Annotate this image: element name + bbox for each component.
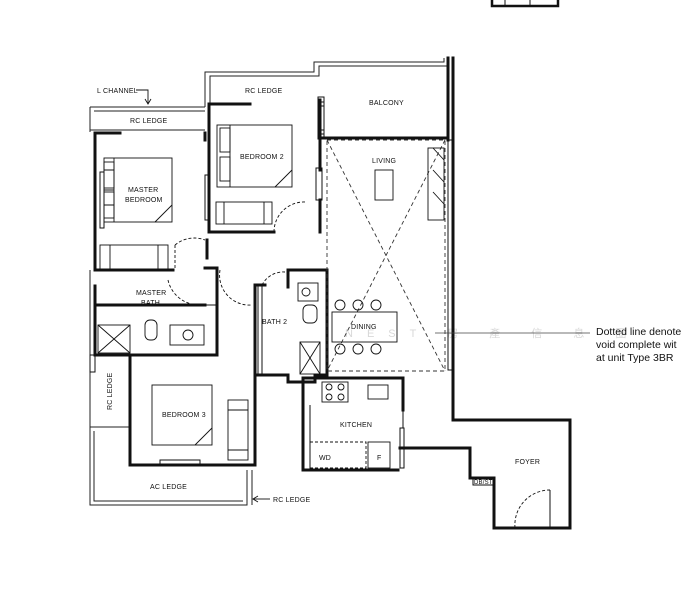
thin-partitions <box>309 405 495 486</box>
sink-icon <box>367 384 389 400</box>
door-swings <box>167 201 551 529</box>
label-ac-ledge: AC LEDGE <box>150 484 187 491</box>
windows <box>89 96 454 469</box>
dining-table-icon <box>331 311 398 343</box>
label-rc-ledge-side: RC LEDGE <box>107 372 114 410</box>
label-rc-ledge-bottom: RC LEDGE <box>273 497 311 504</box>
label-master-bedroom-2: BEDROOM <box>125 197 163 204</box>
label-bath-2: BATH 2 <box>262 319 287 326</box>
label-dining: DINING <box>351 324 377 331</box>
label-master-bath-1: MASTER <box>136 290 166 297</box>
label-foyer: FOYER <box>515 459 540 466</box>
label-balcony: BALCONY <box>369 100 404 107</box>
coffee-table-icon <box>374 169 394 201</box>
door-leaves <box>200 304 551 528</box>
void-dotted-lines <box>326 139 446 372</box>
leader-arrows <box>136 89 270 503</box>
basin-icon <box>169 324 205 346</box>
label-rc-ledge-top: RC LEDGE <box>245 88 283 95</box>
void-note-line-3: at unit Type 3BR <box>596 352 674 364</box>
hob-icon <box>321 381 349 403</box>
label-bedroom-2: BEDROOM 2 <box>240 154 284 161</box>
bedroom-3-bed-icon <box>151 384 213 446</box>
shower-icon <box>97 324 131 354</box>
bath-2-toilet-icon <box>302 304 318 324</box>
void-note-line-2: void complete wit <box>596 339 677 351</box>
label-kitchen: KITCHEN <box>340 422 372 429</box>
bench-icon <box>99 244 169 271</box>
neighbour-plan-fragment <box>490 0 560 8</box>
bath-2-shower-icon <box>299 341 321 375</box>
wardrobe-icon <box>215 201 273 225</box>
label-wd: WD <box>319 455 331 462</box>
toilet-icon <box>144 319 158 341</box>
bedroom-2-bed-icon <box>216 124 293 188</box>
bath-2-basin-icon <box>297 282 319 302</box>
label-l-channel: L CHANNEL <box>97 88 138 95</box>
fridge-icon <box>367 441 391 469</box>
sofa-icon <box>427 147 445 221</box>
label-db-st: DB/ST <box>474 480 493 486</box>
label-rc-ledge-left: RC LEDGE <box>130 118 168 125</box>
label-master-bath-2: BATH <box>141 300 160 307</box>
label-master-bedroom-1: MASTER <box>128 187 158 194</box>
label-living: LIVING <box>372 158 396 165</box>
void-note-line-1: Dotted line denote <box>596 326 682 338</box>
bedroom-3-wardrobe-icon <box>227 399 249 461</box>
furniture <box>97 124 445 469</box>
label-fridge: F <box>377 455 381 462</box>
label-bedroom-3: BEDROOM 3 <box>162 412 206 419</box>
ledge-outlines <box>89 58 449 506</box>
